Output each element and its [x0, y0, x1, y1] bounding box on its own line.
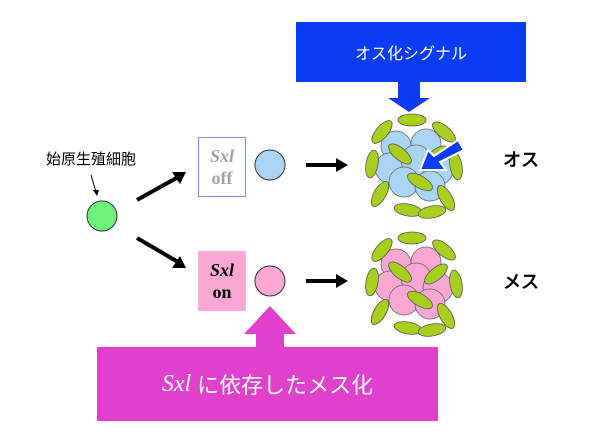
somatic-cell — [436, 185, 456, 211]
germ-cell — [86, 200, 118, 232]
feminization-gene: Sxl — [161, 370, 192, 397]
female-gonad — [365, 231, 463, 337]
somatic-cell — [371, 238, 393, 262]
sxl-off-state: off — [211, 168, 233, 188]
pointer-arrow — [90, 174, 97, 193]
somatic-cell — [365, 149, 379, 179]
sxl-feminization-box: Sxl に依存したメス化 — [97, 347, 438, 421]
masculinization-signal-box: オス化シグナル — [296, 22, 526, 82]
signal-inner-arrow — [418, 138, 466, 171]
sxl-on-state: on — [212, 282, 232, 302]
female-label: メス — [503, 272, 539, 293]
sxl-off-gene: Sxl — [209, 146, 234, 166]
somatic-cell — [424, 263, 448, 285]
signal-label: オス化シグナル — [354, 44, 467, 63]
somatic-cell — [417, 205, 447, 219]
somatic-cell — [432, 239, 456, 261]
somatic-cell — [449, 269, 463, 299]
sxl-on-gene: Sxl — [209, 260, 234, 280]
somatic-cell — [365, 267, 379, 297]
somatic-cell — [436, 303, 456, 329]
male-germ-cell — [254, 149, 286, 181]
somatic-cell — [388, 261, 412, 283]
signal-arrow — [388, 82, 430, 112]
male-label: オス — [503, 150, 539, 171]
feminization-label: に依存したメス化 — [197, 374, 374, 399]
somatic-cell — [397, 113, 427, 127]
primordial-germ-cell-label: 始原生殖細胞 — [46, 150, 137, 168]
arrow-to-on — [135, 236, 180, 264]
somatic-cell — [370, 299, 390, 325]
somatic-cell — [407, 172, 433, 192]
sxl-off-box: Sxl off — [198, 137, 246, 197]
somatic-cell — [370, 181, 390, 207]
somatic-cell — [417, 323, 447, 337]
male-gonad — [365, 113, 463, 219]
female-germ-cell — [254, 265, 286, 297]
sxl-on-box: Sxl on — [198, 251, 246, 311]
somatic-cell — [397, 231, 427, 245]
somatic-cell — [407, 290, 433, 310]
feminization-arrow — [244, 306, 296, 347]
arrow-to-off — [136, 174, 181, 202]
somatic-cell — [388, 143, 412, 165]
somatic-cell — [371, 120, 393, 144]
